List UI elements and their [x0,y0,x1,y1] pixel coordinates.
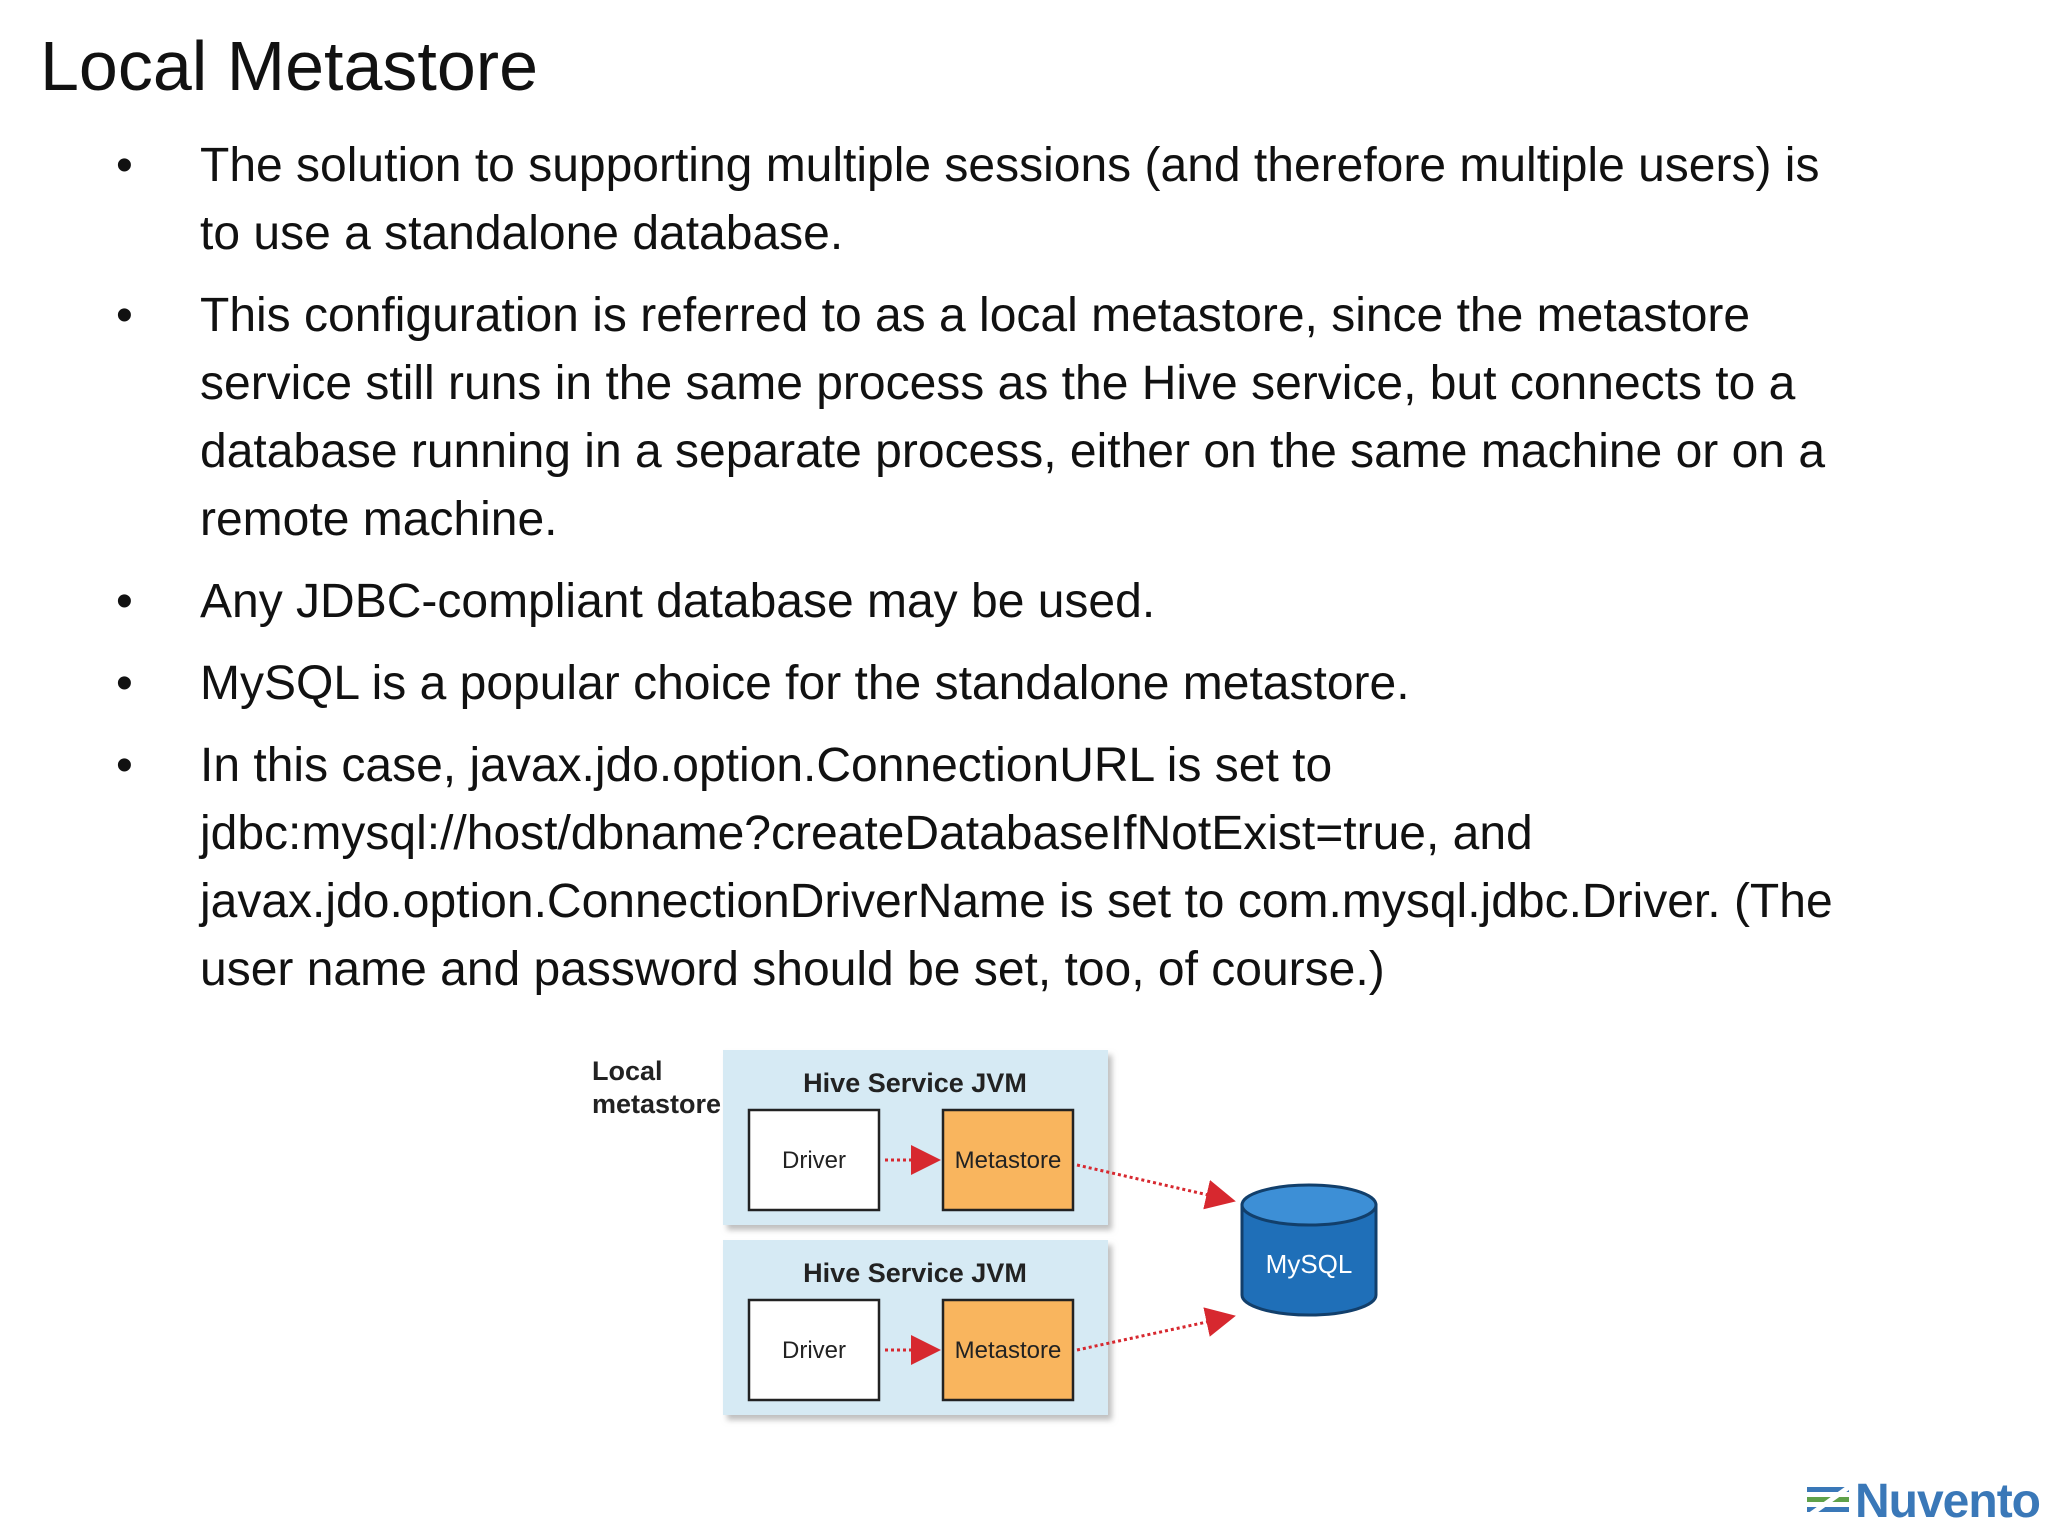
nuvento-logo: Nuvento [1805,1466,2041,1536]
driver-bottom-label: Driver [782,1337,846,1364]
driver-top-label: Driver [782,1147,846,1174]
bullet-text-line: database running in a separate process, … [200,425,1826,478]
bullet-item: • In this case, javax.jdo.option.Connect… [0,732,1980,1004]
bullet-text-line: service still runs in the same process a… [200,357,1796,410]
bullet-text-line: This configuration is referred to as a l… [200,289,1751,342]
bullet-item: • Any JDBC-compliant database may be use… [0,568,1980,636]
side-label-line1: Local [592,1056,663,1086]
bullet-text-line: In this case, javax.jdo.option.Connectio… [200,739,1333,792]
bullet-text-line: The solution to supporting multiple sess… [200,139,1820,192]
metastore-top-label: Metastore [955,1147,1062,1174]
driver-top-box [747,1108,881,1212]
hive-service-jvm-bottom: Hive Service JVM Driver Metastore [723,1240,1108,1415]
bullet-text-line: jdbc:mysql://host/dbname?createDatabaseI… [200,807,1533,860]
bullet-text-line: Any JDBC-compliant database may be used. [200,575,1156,628]
metastore-top-box [941,1108,1075,1212]
local-metastore-diagram: Local metastore Hive Service JVM Driver … [592,1050,1378,1415]
mysql-database-icon: MySQL [1240,1183,1378,1317]
driver-bottom-box [747,1298,881,1402]
bullet-item: • The solution to supporting multiple se… [0,132,1980,268]
slide-title: Local Metastore [40,27,539,105]
jvm-top-title: Hive Service JVM [803,1068,1027,1098]
side-label-line2: metastore [592,1089,721,1119]
bullet-text-line: MySQL is a popular choice for the standa… [200,657,1410,710]
bullet-item: • MySQL is a popular choice for the stan… [0,650,1980,718]
bullet-text-line: remote machine. [200,493,558,546]
nuvento-logo-text: Nuvento [1855,1474,2041,1528]
bullet-text-line: user name and password should be set, to… [200,943,1385,996]
hive-service-jvm-top: Hive Service JVM Driver Metastore [723,1050,1108,1225]
metastore-bottom-label: Metastore [955,1337,1062,1364]
bullet-item: • This configuration is referred to as a… [0,282,1980,554]
metastore-bottom-box [941,1298,1075,1402]
bullet-marker: • [116,575,133,628]
bullet-marker: • [116,139,133,192]
nuvento-logo-icon [1805,1484,1851,1520]
bullet-list: • The solution to supporting multiple se… [0,132,2000,1018]
bullet-marker: • [116,739,133,792]
bullet-text-line: javax.jdo.option.ConnectionDriverName is… [200,875,1833,928]
bullet-text-line: to use a standalone database. [200,207,844,260]
jvm-bottom-title: Hive Service JVM [803,1258,1027,1288]
metastore-bottom-to-mysql-arrow [1076,1307,1236,1352]
metastore-top-to-mysql-arrow [1076,1163,1236,1210]
mysql-label: MySQL [1266,1249,1353,1279]
bullet-marker: • [116,657,133,710]
bullet-marker: • [116,289,133,342]
